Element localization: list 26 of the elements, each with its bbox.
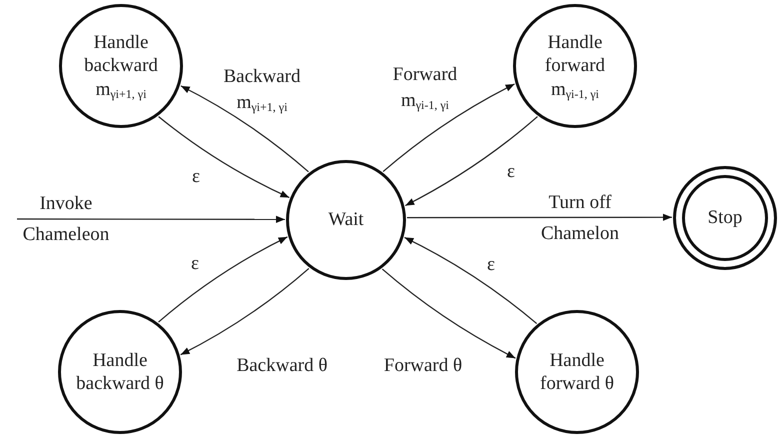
arrow — [158, 116, 290, 198]
arrow — [382, 268, 516, 359]
arrow — [17, 216, 285, 223]
edge-label: Turn off Chamelon — [540, 191, 620, 246]
state-label: Handle forward m$_{γi-1, γi}$ — [544, 31, 606, 101]
arrow — [407, 214, 672, 221]
state-label: Wait — [328, 208, 364, 232]
edge-label: Forward m$_{γi-1, γi}$ — [392, 63, 458, 114]
state-label: Handle forward θ — [539, 348, 615, 396]
edge-label: Forward θ — [382, 355, 464, 377]
arrow — [158, 236, 288, 323]
edge-label: Backward m$_{γi+1, γi}$ — [222, 65, 302, 116]
arrow — [180, 268, 310, 356]
edge-label: ε — [486, 254, 496, 276]
state-label: Handle backward m$_{γi+1, γi}$ — [83, 31, 159, 101]
edge-label: Backward θ — [236, 355, 328, 377]
edge-label: ε — [506, 161, 516, 183]
arrow — [404, 236, 538, 324]
arrow — [180, 85, 309, 172]
edge-label: ε — [190, 253, 200, 275]
arrow — [405, 116, 538, 206]
arrow — [382, 83, 515, 172]
state-label: Stop — [708, 206, 742, 230]
edge-label: Invoke Chameleon — [22, 192, 110, 247]
state-label: Handle backward θ — [75, 348, 165, 396]
edge-label: ε — [191, 166, 201, 188]
